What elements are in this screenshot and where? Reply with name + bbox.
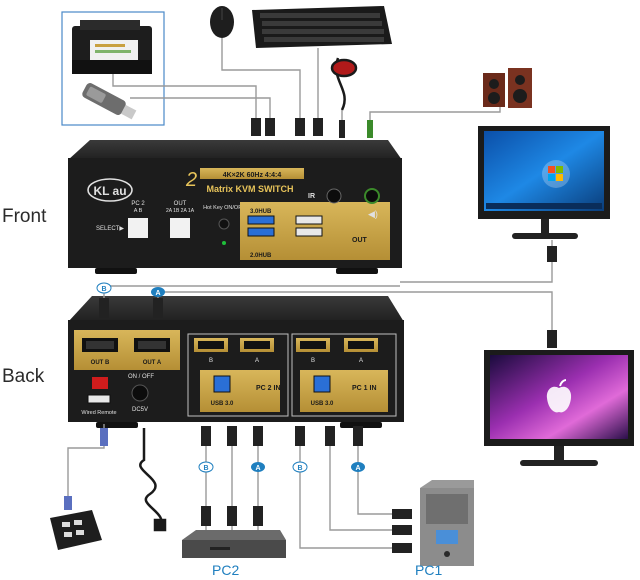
headphones-icon xyxy=(330,57,358,111)
pc1-tag-a: A xyxy=(351,462,365,472)
svg-text:B: B xyxy=(203,465,208,472)
out-a-label: OUT A xyxy=(143,360,162,366)
mouse-icon xyxy=(210,6,234,38)
model-line1: 4K×2K 60Hz 4:4:4 xyxy=(223,172,282,179)
model-tag-bg xyxy=(200,168,304,179)
monitor1-cable xyxy=(400,240,553,283)
pc1-usb-b-port[interactable] xyxy=(313,375,331,393)
pc2-usb-panel xyxy=(200,370,280,412)
hotkey-label: Hot Key ON/OFF xyxy=(203,205,246,211)
monitor2-plug xyxy=(547,330,557,348)
pc2-input-block xyxy=(187,333,289,417)
wired-remote-port[interactable] xyxy=(87,394,111,404)
remote-keypad-icon xyxy=(50,510,102,550)
pc2-tag-b: B xyxy=(198,461,214,473)
out-a-bubble: A xyxy=(151,287,165,297)
usb-drive-icon xyxy=(82,83,137,120)
out-b-port[interactable] xyxy=(82,338,118,352)
hotkey-button[interactable] xyxy=(218,218,230,230)
pc2-usb-label: USB 3.0 xyxy=(211,401,234,407)
pc-keys-label: A B xyxy=(134,208,143,214)
pc1-input-block xyxy=(291,333,397,417)
out-group-label: OUT xyxy=(174,201,187,207)
ir-receiver xyxy=(326,188,342,204)
remote-plug-bottom xyxy=(64,496,72,510)
out-select-button[interactable] xyxy=(170,218,190,238)
front-label: Front xyxy=(2,206,47,227)
svg-text:B: B xyxy=(297,465,302,472)
pc2-label: PC2 xyxy=(212,562,240,578)
svg-text:A: A xyxy=(355,465,360,472)
speaker-symbol: ◀) xyxy=(368,209,378,219)
out-b-label: OUT B xyxy=(91,360,110,366)
monitor1-plug xyxy=(547,246,557,262)
dc5v-label: DC5V xyxy=(132,407,148,413)
select-label: SELECT▶ xyxy=(96,226,124,232)
usb2-ports[interactable] xyxy=(295,215,323,237)
pc1-a-label: A xyxy=(359,358,363,364)
out-b-plug xyxy=(99,298,109,318)
top-cables xyxy=(112,38,501,126)
pc1-b-label: B xyxy=(311,358,315,364)
svg-text:A: A xyxy=(255,465,260,472)
power-adapter-icon xyxy=(139,428,167,532)
model-prefix: 2 xyxy=(185,169,197,191)
pc2-usb-b-port[interactable] xyxy=(213,375,231,393)
pc1-usb-label: USB 3.0 xyxy=(311,401,334,407)
pc2-plugs xyxy=(201,426,263,526)
usb3-ports[interactable] xyxy=(247,215,275,237)
on-off-label: ON / OFF xyxy=(128,374,154,380)
pc-select-button[interactable] xyxy=(128,218,148,238)
dc5v-jack[interactable] xyxy=(131,384,149,402)
ir-label: IR xyxy=(308,193,315,200)
usb3-hub-label: 3.0HUB xyxy=(250,209,272,215)
keyboard-icon xyxy=(252,6,392,48)
usb2-hub-label: 2.0HUB xyxy=(250,253,272,259)
tower-pc-icon xyxy=(420,480,474,566)
power-switch[interactable] xyxy=(92,377,108,389)
pc2-tag-a: A xyxy=(251,462,265,472)
remote-plug-top xyxy=(100,428,108,446)
model-line2: Matrix KVM SWITCH xyxy=(206,184,293,194)
pc2-in-label: PC 2 IN xyxy=(256,385,281,392)
out-label: OUT xyxy=(352,237,368,244)
pc1-tag-b: B xyxy=(292,461,308,473)
svg-text:A: A xyxy=(155,290,160,297)
audio-jack[interactable] xyxy=(364,188,380,204)
monitor-windows-icon xyxy=(478,126,610,239)
remote-cable xyxy=(67,424,105,510)
top-plugs xyxy=(251,118,373,138)
wired-remote-label: Wired Remote xyxy=(81,410,116,416)
out-keys-label: 2A 1B 2A 1A xyxy=(166,208,195,214)
monitor-mac-icon xyxy=(484,350,634,466)
hotkey-led xyxy=(222,241,226,245)
out-a-port[interactable] xyxy=(134,338,170,352)
out-b-bubble: B xyxy=(96,282,112,294)
mini-pc-icon xyxy=(182,530,286,558)
pc2-a-label: A xyxy=(255,358,259,364)
svg-text:B: B xyxy=(101,286,106,293)
pc-group-label: PC 2 xyxy=(131,201,145,207)
brand-logo: KL au xyxy=(87,178,133,202)
pc1-label: PC1 xyxy=(415,562,443,578)
out-a-plug xyxy=(153,298,163,318)
pc2-b-label: B xyxy=(209,358,213,364)
back-label: Back xyxy=(2,366,45,387)
pc1-in-label: PC 1 IN xyxy=(352,385,377,392)
pc1-plugs xyxy=(295,426,412,553)
brand-text: KL au xyxy=(93,184,126,198)
printer-icon xyxy=(72,20,152,74)
speakers-icon xyxy=(483,68,532,108)
